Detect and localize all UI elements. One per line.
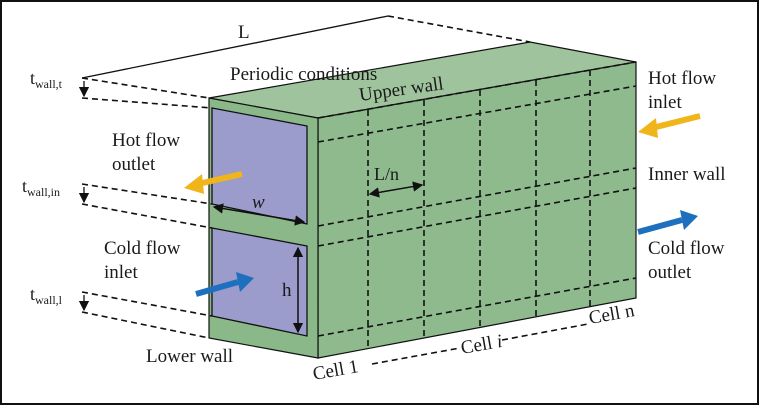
cold-outlet-arrow: [637, 210, 698, 235]
cold-outlet-label-2: outlet: [648, 262, 692, 283]
cell-grid-top: [317, 61, 637, 119]
hot-outlet-label-1: Hot flow: [112, 130, 180, 151]
t-wall-top-label: twall,t: [30, 68, 63, 91]
cell-length-dim-back: [368, 184, 423, 198]
hot-inlet-arrow: [638, 113, 701, 138]
cell-label-link-1: [371, 347, 461, 365]
hot-channel-opening: [211, 107, 308, 225]
t-wall-inner-label: twall,in: [22, 176, 60, 199]
hot-outlet-arrow: [184, 171, 243, 194]
hot-outlet-label-2: outlet: [112, 154, 156, 175]
height-label: h: [282, 280, 292, 301]
cold-inlet-label-2: inlet: [104, 262, 138, 283]
cold-inlet-arrow: [195, 272, 254, 297]
length-dim-ext: [387, 15, 531, 43]
t-wall-lower-label: twall,l: [30, 284, 63, 307]
length-dim-line: [81, 15, 389, 79]
width-label: w: [252, 192, 265, 213]
cold-outlet-label-1: Cold flow: [648, 238, 725, 259]
cell-grid-horizontal: [317, 85, 637, 337]
cell-label-link-2: [501, 323, 589, 341]
cell-grid-vertical: [367, 70, 591, 350]
hot-inlet-label-2: inlet: [648, 92, 682, 113]
cell-1-label: Cell 1: [311, 356, 360, 385]
wall-thickness-lines: [81, 77, 213, 339]
length-label: L: [238, 22, 250, 43]
hot-inlet-label-1: Hot flow: [648, 68, 716, 89]
cell-length-label: L/n: [374, 164, 399, 184]
inner-wall-label: Inner wall: [648, 164, 726, 185]
width-dim-back: [212, 203, 305, 223]
lower-wall-label: Lower wall: [146, 346, 233, 367]
periodic-label: Periodic conditions: [230, 64, 377, 85]
cold-inlet-label-1: Cold flow: [104, 238, 181, 259]
cell-i-label: Cell i: [459, 331, 504, 359]
